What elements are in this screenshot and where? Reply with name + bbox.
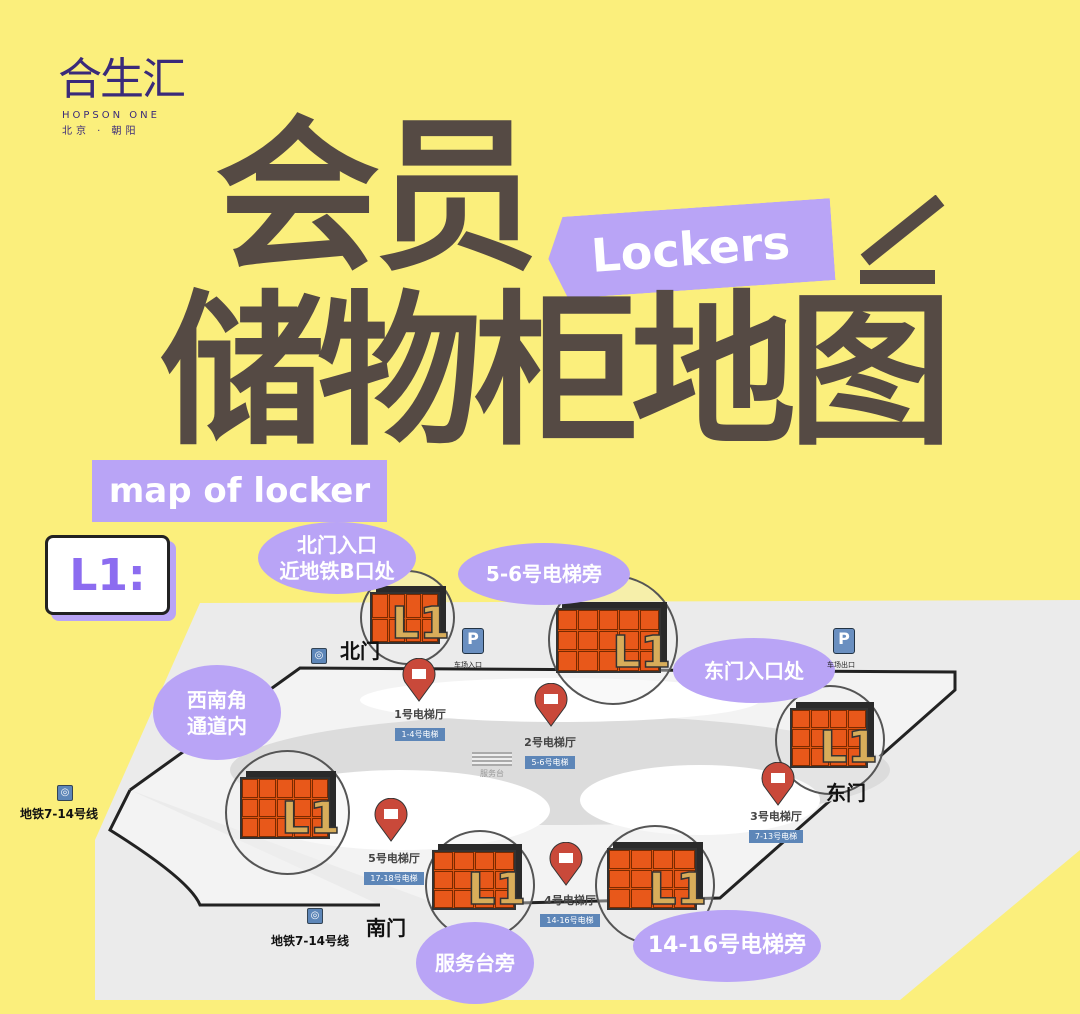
location-bubble-north: 北门入口近地铁B口处 bbox=[258, 522, 416, 594]
location-bubble-east: 东门入口处 bbox=[673, 638, 835, 703]
parking-exit-label: 车场出口 bbox=[827, 661, 855, 669]
title-line2: 储物柜地图 bbox=[160, 276, 953, 468]
locker-east[interactable]: L1 bbox=[790, 708, 879, 770]
parking-icon: P bbox=[462, 628, 484, 654]
bubble-text: 北门入口 bbox=[297, 533, 377, 557]
locker-floor-label: L1 bbox=[819, 722, 879, 773]
logo-english: HOPSON ONE bbox=[62, 110, 160, 121]
map-tag: map of locker bbox=[92, 460, 387, 522]
bubble-text: 东门入口处 bbox=[704, 658, 804, 683]
parking-entry-label: 车场入口 bbox=[454, 661, 482, 669]
elevator-hall-4: 4号电梯厅 14-16号电梯 bbox=[535, 892, 605, 927]
service-desk: 服务台 bbox=[472, 752, 512, 779]
locker-14-16[interactable]: L1 bbox=[607, 848, 708, 912]
locker-5-6[interactable]: L1 bbox=[556, 608, 672, 675]
map-tag-text: map of locker bbox=[108, 471, 371, 511]
metro-icon: ◎ bbox=[307, 908, 323, 924]
locker-floor-label: L1 bbox=[467, 864, 527, 915]
bubble-text: 近地铁B口处 bbox=[279, 559, 395, 583]
elevator-sub: 17-18号电梯 bbox=[364, 872, 424, 885]
logo-location: 北京 · 朝阳 bbox=[62, 126, 140, 137]
locker-floor-label: L1 bbox=[648, 864, 708, 915]
parking-icon: P bbox=[833, 628, 855, 654]
locker-southwest[interactable]: L1 bbox=[240, 777, 341, 841]
locker-floor-label: L1 bbox=[612, 627, 672, 678]
elevator-sub: 7-13号电梯 bbox=[748, 830, 804, 843]
locker-floor-label: L1 bbox=[391, 598, 451, 649]
elevator-hall-5: 5号电梯厅 17-18号电梯 bbox=[358, 850, 430, 885]
east-gate-label: 东门 bbox=[826, 781, 866, 805]
location-bubble-14-16: 14-16号电梯旁 bbox=[633, 910, 821, 982]
elevator-name: 1号电梯厅 bbox=[394, 708, 446, 721]
service-desk-label: 服务台 bbox=[480, 769, 504, 778]
bubble-text: 服务台旁 bbox=[435, 951, 515, 975]
north-gate-label: 北门 bbox=[340, 639, 380, 663]
metro-west-label: 地铁7-14号线 bbox=[20, 807, 99, 821]
locker-service-desk[interactable]: L1 bbox=[432, 850, 527, 912]
elevator-name: 4号电梯厅 bbox=[544, 894, 596, 907]
elevator-pin-icon[interactable] bbox=[548, 842, 584, 886]
elevator-pin-icon[interactable] bbox=[373, 798, 409, 842]
elevator-hall-3: 3号电梯厅 7-13号电梯 bbox=[740, 808, 812, 843]
floor-badge: L1: bbox=[45, 535, 170, 615]
metro-icon: ◎ bbox=[311, 648, 327, 664]
floor-label: L1: bbox=[69, 549, 146, 601]
location-bubble-southwest: 西南角通道内 bbox=[153, 665, 281, 760]
elevator-sub: 14-16号电梯 bbox=[540, 914, 600, 927]
elevator-pin-icon[interactable] bbox=[533, 683, 569, 727]
angle-decoration-icon bbox=[860, 195, 945, 284]
elevator-pin-icon[interactable] bbox=[760, 762, 796, 806]
elevator-hall-1: 1号电梯厅 1-4号电梯 bbox=[385, 706, 455, 741]
bubble-text: 通道内 bbox=[187, 713, 247, 738]
title-line1: 会员 bbox=[215, 101, 539, 293]
service-desk-icon bbox=[472, 752, 512, 766]
locker-north[interactable]: L1 bbox=[370, 592, 451, 646]
logo: 合生汇 bbox=[58, 54, 186, 105]
bubble-text: 5-6号电梯旁 bbox=[485, 562, 603, 586]
location-bubble-5-6: 5-6号电梯旁 bbox=[458, 543, 630, 605]
bubble-text: 14-16号电梯旁 bbox=[647, 932, 807, 958]
elevator-pin-icon[interactable] bbox=[401, 658, 437, 702]
elevator-name: 5号电梯厅 bbox=[368, 852, 420, 865]
elevator-sub: 5-6号电梯 bbox=[525, 756, 575, 769]
elevator-sub: 1-4号电梯 bbox=[395, 728, 445, 741]
location-bubble-service: 服务台旁 bbox=[416, 922, 534, 1004]
elevator-hall-2: 2号电梯厅 5-6号电梯 bbox=[515, 734, 585, 769]
metro-icon: ◎ bbox=[57, 785, 73, 801]
locker-floor-label: L1 bbox=[281, 793, 341, 844]
metro-south-label: 地铁7-14号线 bbox=[271, 934, 350, 948]
elevator-name: 3号电梯厅 bbox=[750, 810, 802, 823]
south-gate-label: 南门 bbox=[366, 916, 406, 940]
bubble-text: 西南角 bbox=[187, 687, 247, 712]
elevator-name: 2号电梯厅 bbox=[524, 736, 576, 749]
